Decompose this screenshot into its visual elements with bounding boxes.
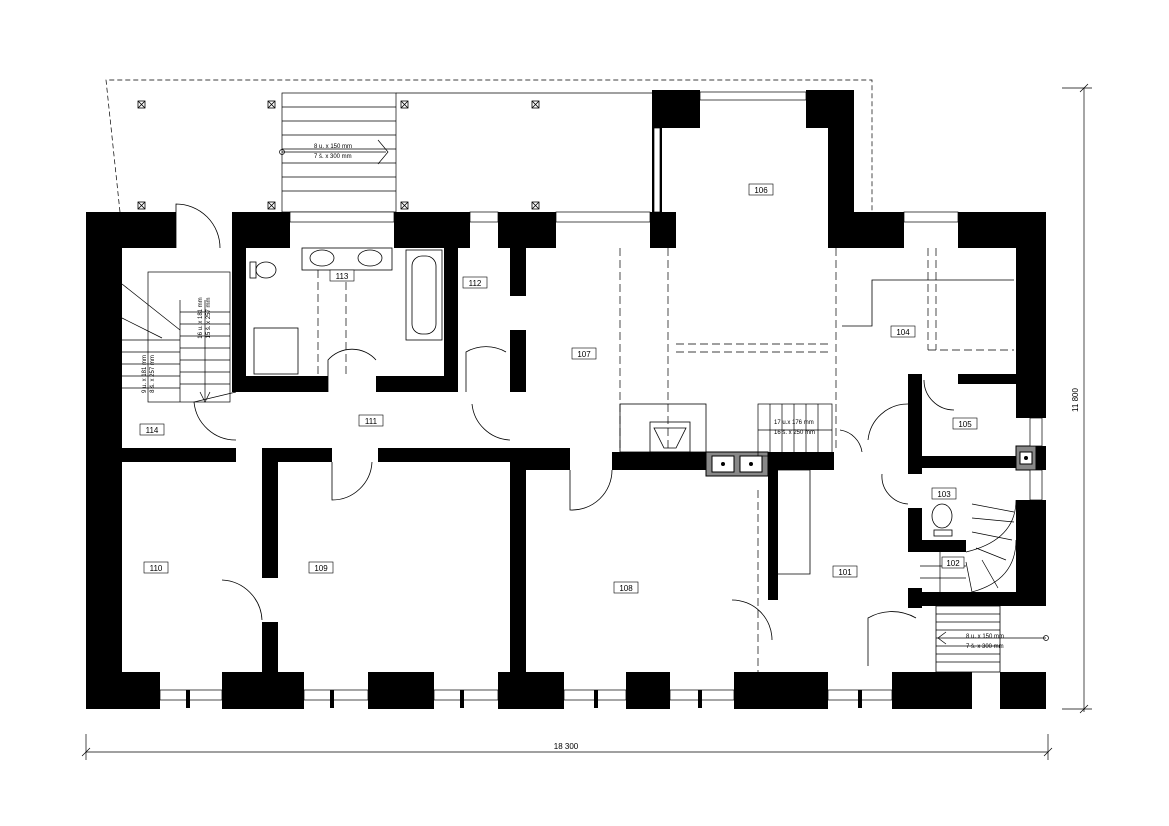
stair-note-top-2: 7 š. x 300 mm [314,154,352,160]
svg-text:113: 113 [336,272,349,281]
room-label-111: 111 [358,414,384,427]
room-label-109: 109 [308,561,334,574]
dimension-height: 11 800 [1071,388,1080,412]
terrace-column-markers [137,100,540,210]
terrace-stair [279,92,652,213]
dimension-width: 18 300 [554,742,579,751]
stair-note-top-1: 8 u. x 150 mm [314,144,352,150]
svg-text:101: 101 [838,568,852,577]
svg-text:111: 111 [365,417,378,426]
svg-text:106: 106 [754,186,768,195]
svg-text:110: 110 [150,564,163,573]
room-labels: 101 102 103 104 105 106 107 108 109 110 … [139,183,978,594]
stair-note-center-2: 16 š. x 250 mm [774,430,815,436]
stair-102 [920,499,1017,593]
stair-annotations: 8 u. x 150 mm 7 š. x 300 mm 8 u. x 150 m… [142,144,1004,650]
room-label-112: 112 [462,276,488,289]
stair-note-left-4: 8 š. x 257 mm [150,355,156,393]
stair-note-bottom-1: 8 u. x 150 mm [966,634,1004,640]
doors [175,203,955,666]
svg-text:109: 109 [314,564,328,573]
room-label-110: 110 [143,561,169,574]
room-label-101: 101 [832,565,858,578]
room-label-113: 113 [329,269,355,282]
stair-central [757,403,833,457]
svg-text:114: 114 [146,426,159,435]
svg-text:112: 112 [469,279,482,288]
stair-note-left-1: 16 u. x 181 mm [198,297,204,338]
room-label-104: 104 [890,325,916,338]
stair-note-bottom-2: 7 š. x 300 mm [966,644,1004,650]
stair-114 [121,271,231,403]
thin-lines [619,279,1014,673]
ceiling-lines [317,248,1014,672]
walls [86,90,1046,709]
terrace-outline [105,79,873,213]
windows [159,91,1043,701]
svg-text:108: 108 [619,584,633,593]
stair-note-left-3: 9 u. x 181 mm [142,355,148,393]
room-label-108: 108 [613,581,639,594]
room-label-102: 102 [941,556,965,569]
svg-text:105: 105 [958,420,972,429]
stair-entrance [936,613,1049,663]
room-label-107: 107 [571,347,597,360]
room-label-105: 105 [952,417,978,430]
room-label-103: 103 [931,487,957,500]
svg-text:102: 102 [946,559,960,568]
svg-text:104: 104 [896,328,910,337]
room-label-106: 106 [748,183,774,196]
window-sills [186,690,862,708]
stair-note-center-1: 17 u.x 176 mm [774,420,814,426]
stair-note-left-2: 15 š. x 257 mm [206,297,212,338]
svg-text:107: 107 [577,350,591,359]
dimension-lines [81,83,1092,760]
svg-text:103: 103 [937,490,951,499]
chimney-dots [721,456,1028,466]
room-label-114: 114 [139,423,165,436]
